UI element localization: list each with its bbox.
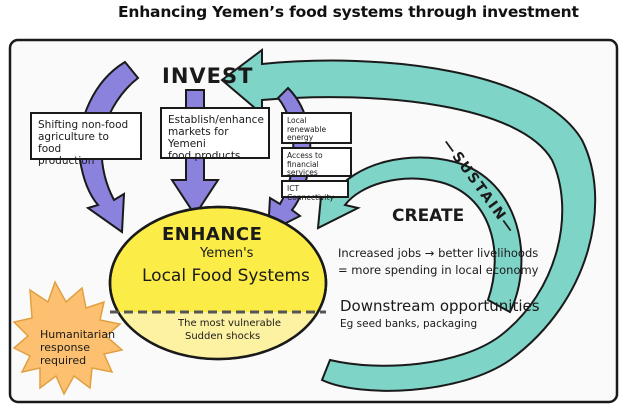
humanitarian-line: required [40, 354, 87, 368]
create-line-jobs: Increased jobs → better livelihoods [338, 246, 539, 260]
humanitarian-label: Humanitarian response required [40, 328, 115, 368]
humanitarian-starburst [12, 280, 124, 396]
invest-small-box-finance: Access to financial services [281, 147, 352, 177]
box-line: agriculture to food [38, 131, 109, 156]
invest-box-markets: Establish/enhance markets for Yemeni foo… [160, 107, 270, 163]
box-line: Shifting non-food [38, 119, 129, 131]
box-line: Establish/enhance [168, 114, 264, 126]
create-line-spending: = more spending in local economy [338, 263, 539, 277]
humanitarian-line: response [40, 341, 90, 355]
vulnerable-label: The most vulnerable [178, 318, 281, 329]
downstream-heading: Downstream opportunities [340, 297, 540, 315]
box-line: markets for Yemeni [168, 126, 229, 151]
sustain-loop-arrow [220, 48, 597, 392]
invest-small-box-energy: Local renewable energy [281, 112, 352, 144]
humanitarian-line: Humanitarian [40, 328, 116, 341]
invest-box-shifting: Shifting non-food agriculture to food pr… [30, 112, 142, 167]
enhance-subtitle-lfs: Local Food Systems [142, 266, 310, 286]
enhance-heading: ENHANCE [162, 224, 263, 245]
downstream-sub: Eg seed banks, packaging [340, 318, 478, 330]
box-line: production [38, 155, 95, 168]
page-title: Enhancing Yemen’s food systems through i… [118, 3, 579, 21]
invest-small-box-ict: ICT Connectivity [281, 180, 349, 202]
box-line: Access to financial [287, 151, 323, 169]
create-heading: CREATE [392, 206, 465, 226]
box-line: Local renewable [287, 116, 327, 134]
box-line: services [287, 168, 318, 178]
box-line: ICT Connectivity [287, 184, 334, 202]
box-line: energy [287, 133, 314, 143]
box-line: food products [168, 150, 241, 163]
enhance-subtitle-yemens: Yemen's [200, 246, 254, 261]
invest-heading: INVEST [162, 64, 254, 88]
shocks-label: Sudden shocks [185, 331, 261, 342]
